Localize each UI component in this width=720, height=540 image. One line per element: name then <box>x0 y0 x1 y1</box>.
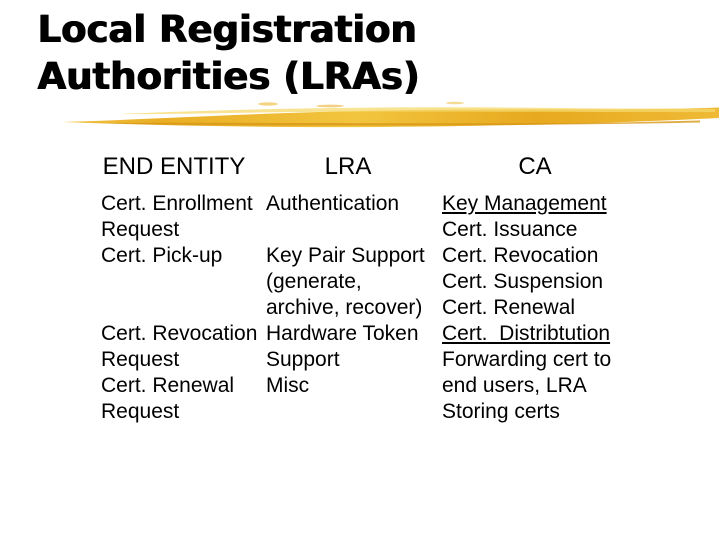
column-line: end users, LRA <box>442 374 587 397</box>
column-line: Cert. Revocation <box>101 322 258 345</box>
column-line: Cert. Issuance <box>442 218 578 241</box>
brush-speck <box>446 101 464 105</box>
column-line: Request <box>101 218 180 241</box>
brush-speck <box>316 104 344 108</box>
column-line: Cert. Renewal <box>101 374 235 397</box>
column-line: Cert. Revocation <box>442 244 599 267</box>
brush-speck <box>258 102 278 106</box>
column-line: Cert. Distribtution <box>442 322 611 345</box>
column-line: Request <box>101 400 180 423</box>
brush-highlight-stroke <box>120 107 715 115</box>
column-header-lra: LRA <box>324 153 372 180</box>
column-line: Forwarding cert to <box>442 348 612 371</box>
column-line: Hardware Token <box>266 322 419 345</box>
column-line: Cert. Pick-up <box>101 244 223 267</box>
brush-shadow-stroke <box>100 120 700 126</box>
column-line-spacer <box>101 295 266 321</box>
column-line: Cert. Renewal <box>442 296 576 319</box>
column-line: Storing certs <box>442 400 560 423</box>
brush-main-stroke <box>62 107 719 128</box>
column-line: Request <box>101 348 180 371</box>
column-header-end-entity: END ENTITY <box>102 153 246 180</box>
column-line-spacer <box>266 217 442 243</box>
column-line: archive, recover) <box>266 296 423 319</box>
column-line: Cert. Suspension <box>442 270 604 293</box>
gold-brush-underline-accent <box>62 101 719 128</box>
column-line: (generate, <box>266 270 362 293</box>
column-header-ca: CA <box>518 153 552 180</box>
column-lra: Authentication Key Pair Support (generate… <box>266 191 442 399</box>
column-line: Key Pair Support <box>266 244 425 267</box>
slide-title-line2: Authorities (LRAs) <box>37 55 420 98</box>
column-line-spacer <box>101 269 266 295</box>
column-line: Support <box>266 348 340 371</box>
column-line: Cert. Enrollment <box>101 192 253 215</box>
column-line: Misc <box>266 374 310 397</box>
column-line: Authentication <box>266 192 400 215</box>
slide-title-line1: Local Registration <box>37 8 417 51</box>
column-line: Key Management <box>442 192 607 215</box>
